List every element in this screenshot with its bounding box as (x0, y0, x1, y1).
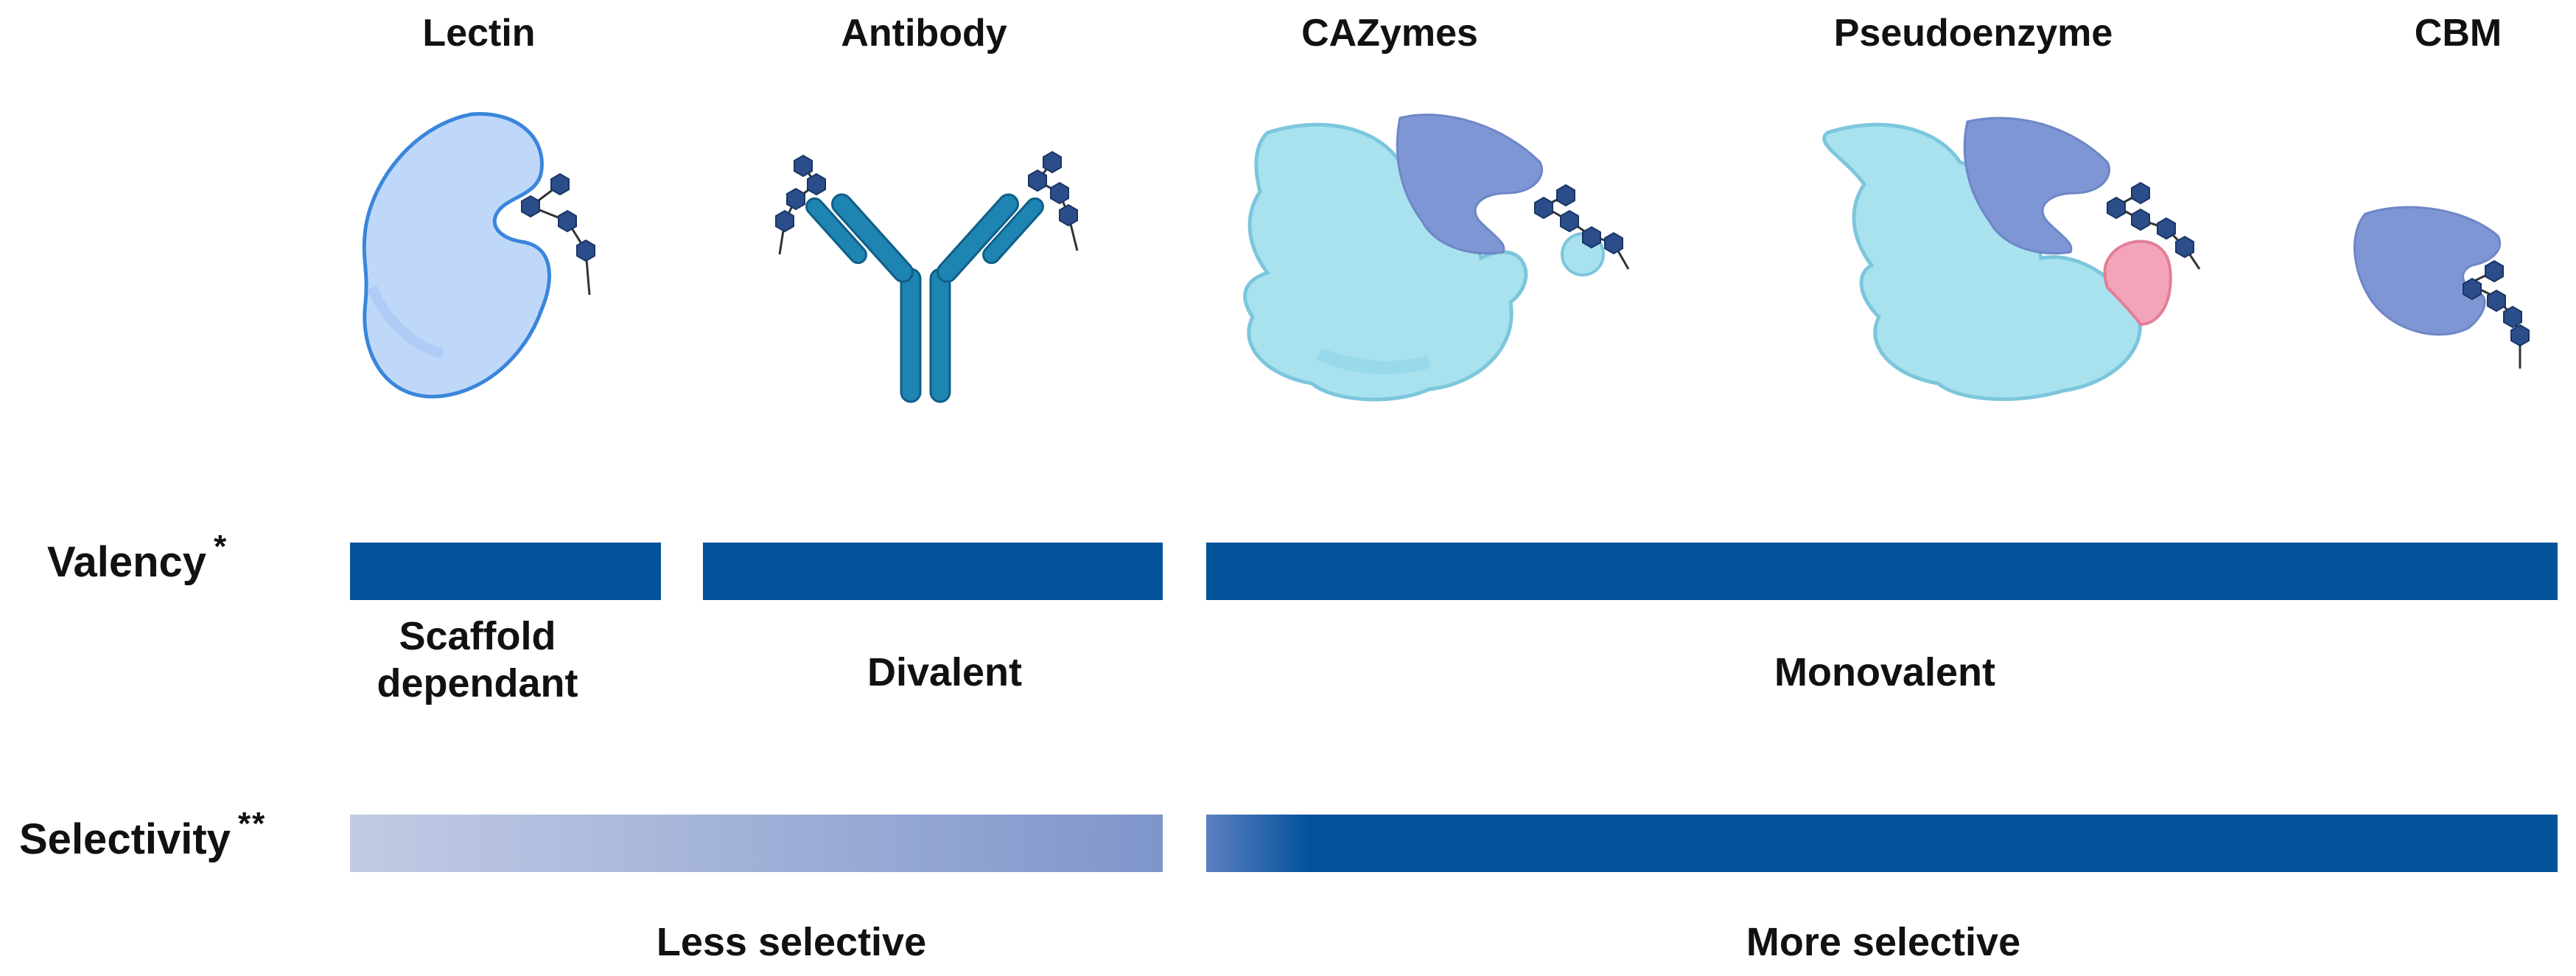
valency-bar-scaffold (350, 543, 661, 600)
pseudoenzyme-title: Pseudoenzyme (1833, 12, 2113, 55)
pseudoenzyme-glycan (2107, 182, 2201, 270)
valency-group-divalent: Divalent (867, 650, 1023, 694)
valency-label: Valency* (47, 529, 228, 588)
antibody-title: Antibody (841, 12, 1007, 55)
pseudoenzyme-shape (1822, 116, 2172, 401)
selectivity-label-text: Selectivity (19, 815, 231, 863)
selectivity-group-more: More selective (1746, 920, 2021, 964)
lectin-shape (362, 112, 551, 399)
cazymes-title: CAZymes (1301, 12, 1478, 55)
valency-marker: * (214, 529, 228, 565)
antibody-shape (805, 193, 1044, 403)
cbm-title: CBM (2414, 12, 2502, 55)
selectivity-bar-more (1206, 815, 2558, 872)
antibody-glycans (775, 151, 1079, 255)
valency-bar-divalent (703, 543, 1163, 600)
cbm-glycan (2463, 260, 2530, 369)
cbm-shape (2353, 206, 2501, 336)
valency-label-text: Valency (47, 538, 207, 586)
selectivity-group-less: Less selective (656, 920, 927, 964)
cazyme-glycan (1534, 184, 1630, 270)
valency-group-monovalent: Monovalent (1774, 650, 1996, 694)
lectin-title: Lectin (422, 12, 536, 55)
selectivity-marker: ** (237, 806, 267, 842)
valency-group-scaffold: Scaffold dependant (377, 614, 578, 705)
valency-bar-monovalent (1206, 543, 2558, 600)
selectivity-label: Selectivity** (19, 806, 266, 865)
cazyme-shape (1243, 114, 1605, 402)
selectivity-bar-less (350, 815, 1163, 872)
lectin-glycan (521, 173, 595, 296)
